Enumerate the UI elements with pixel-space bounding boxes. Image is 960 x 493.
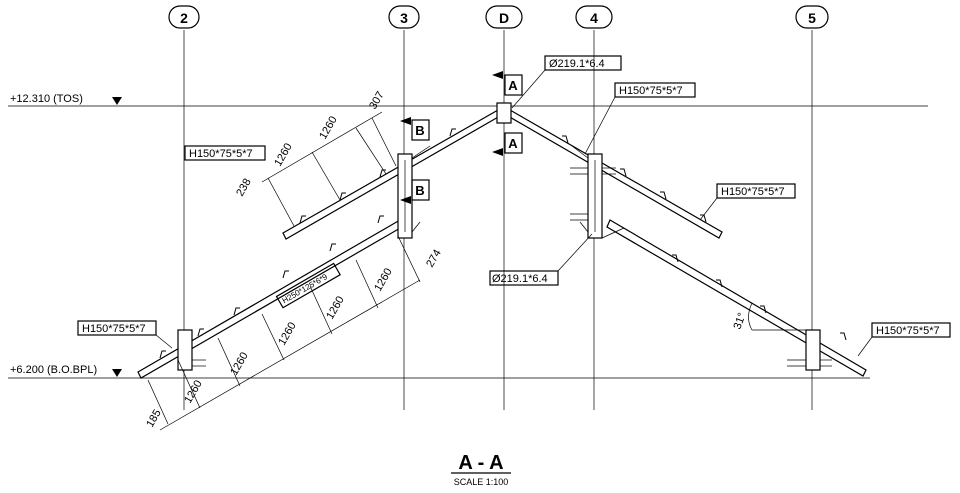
section-mark-b-bottom-label: B xyxy=(415,183,424,198)
label-pipe-mid: Ø219.1*6.4 xyxy=(492,273,548,285)
dim-upper-307: 307 xyxy=(367,90,387,112)
grid-bubble-5 xyxy=(795,5,829,29)
dim-upper-1260-a: 1260 xyxy=(317,114,340,141)
dim-lower-1260-e: 1260 xyxy=(182,378,205,405)
section-mark-b-top xyxy=(411,119,430,141)
grid-lines xyxy=(183,30,813,410)
section-mark-a-bottom xyxy=(504,132,523,154)
label-h150-left-bottom: H150*75*5*7 xyxy=(82,323,146,335)
arrow-icon xyxy=(492,71,503,79)
grid-bubble-3 xyxy=(388,5,420,29)
section-mark-a-top xyxy=(504,74,523,96)
label-pipe-top: Ø219.1*6.4 xyxy=(549,58,605,70)
grid-bubble-4 xyxy=(575,5,613,29)
grid-bubbles: 2 3 D 4 5 xyxy=(168,5,829,29)
columns xyxy=(177,102,832,371)
label-box-h150-left-bottom xyxy=(77,320,157,336)
level-marker-top-icon xyxy=(112,97,122,105)
column-d-top xyxy=(496,102,512,124)
label-h150-right-mid: H150*75*5*7 xyxy=(721,186,785,198)
section-mark-b-bottom xyxy=(411,179,430,201)
grid-label-2: 2 xyxy=(180,10,188,26)
grid-label-d: D xyxy=(499,10,509,26)
level-label-bottom: +6.200 (B.O.BPL) xyxy=(10,364,97,376)
member-labels: Ø219.1*6.4 H150*75*5*7 H150*75*5*7 H150*… xyxy=(77,55,951,357)
label-box-h150-right-bottom xyxy=(871,322,951,338)
section-mark-a-bottom-label: A xyxy=(508,136,518,151)
grid-label-3: 3 xyxy=(400,10,408,26)
dimensions: 307 1260 1260 238 274 1260 1260 1260 126… xyxy=(144,90,812,431)
dim-lower-274: 274 xyxy=(424,248,444,270)
drawing-title: A - A SCALE 1:100 xyxy=(451,452,511,487)
section-marks: A A B B xyxy=(400,71,523,204)
level-marker-bottom-icon xyxy=(112,369,122,377)
grid-label-5: 5 xyxy=(808,10,816,26)
dim-upper-238: 238 xyxy=(234,177,254,199)
dim-lower-185: 185 xyxy=(144,408,164,430)
label-box-h150-left-top xyxy=(184,145,266,161)
dim-lower-1260-b: 1260 xyxy=(324,294,347,321)
label-box-h150-right-mid xyxy=(716,183,796,199)
dim-lower-1260-a: 1260 xyxy=(372,266,395,293)
title-scale: SCALE 1:100 xyxy=(454,477,509,487)
dim-lower-1260-c: 1260 xyxy=(276,320,299,347)
label-box-pipe-mid xyxy=(489,270,559,286)
grid-bubble-2 xyxy=(168,5,200,29)
grid-label-4: 4 xyxy=(590,10,598,26)
arrow-icon xyxy=(400,117,411,125)
label-box-h150-right-top xyxy=(614,82,696,98)
level-label-top: +12.310 (TOS) xyxy=(10,93,83,105)
column-2 xyxy=(177,329,193,371)
section-mark-b-top-label: B xyxy=(415,123,424,138)
label-h150-left-top: H150*75*5*7 xyxy=(189,148,253,160)
rafter-left-upper xyxy=(282,109,501,240)
arrow-icon xyxy=(492,148,503,156)
label-h150-right-top: H150*75*5*7 xyxy=(619,85,683,97)
title-main: A - A xyxy=(458,452,503,474)
arrow-icon xyxy=(400,196,411,204)
label-box-pipe-top xyxy=(544,55,622,71)
grid-bubble-d xyxy=(485,5,523,29)
label-box-h250 xyxy=(275,262,341,309)
section-mark-a-top-label: A xyxy=(508,78,518,93)
column-5 xyxy=(805,329,821,371)
dim-angle: 31° xyxy=(732,311,749,331)
dim-lower-1260-d: 1260 xyxy=(228,350,251,377)
label-h150-right-bottom: H150*75*5*7 xyxy=(876,325,940,337)
purlins xyxy=(159,128,847,359)
rafter-right-lower xyxy=(606,219,867,377)
level-lines: +12.310 (TOS) +6.200 (B.O.BPL) xyxy=(8,93,928,379)
